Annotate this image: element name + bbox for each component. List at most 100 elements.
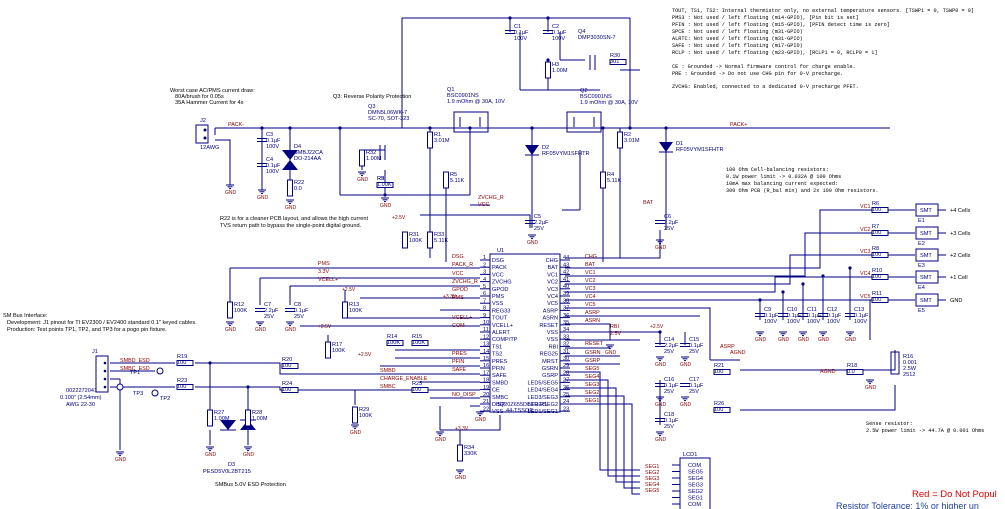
j1-awg: AWG 22-30 xyxy=(66,402,95,408)
mosfet-q2[interactable]: Q2 BSC0901NS 1.9 mOhm @ 30A, 10V xyxy=(566,88,638,133)
resistor-r2[interactable]: R23.01M xyxy=(617,131,640,149)
ground-label: GND xyxy=(225,327,237,333)
connector-j2[interactable]: J2 12AWG xyxy=(195,118,219,151)
part-voltage: 100V xyxy=(266,144,279,150)
lcd-pin-name: SEG1 xyxy=(688,496,703,502)
diode-d2[interactable]: D2 RF05VYM1SFHTR xyxy=(525,145,590,157)
part-ref: R9 xyxy=(377,176,384,182)
notes-r22: R22 is for a cleaner PCB layout, and all… xyxy=(220,216,368,229)
resistor-r1[interactable]: R13.01M xyxy=(427,131,450,149)
u1-pin-number: 16 xyxy=(483,363,489,369)
pwr-2v5: +2.5V xyxy=(318,324,332,330)
u1-pin-name: VC4 xyxy=(547,294,558,300)
ground-label: GND xyxy=(778,337,790,343)
part-value: 100 xyxy=(177,384,186,390)
mosfet-q4[interactable]: Q4 DMP3030SN-7 xyxy=(578,29,616,70)
part-value: 0.1µF xyxy=(689,383,704,389)
u1-pin-name: VSS xyxy=(492,301,503,307)
u1-pin-number: 5 xyxy=(483,284,486,290)
test-points: TP1 TP2 TP3 xyxy=(116,367,170,402)
diode-d4[interactable]: D4 SMBJ22CA DO-214AA xyxy=(282,144,323,170)
resistor-h3[interactable]: H31.00M xyxy=(545,61,568,79)
resistor-r16[interactable]: R16 0.001 2.5W 2512 xyxy=(890,351,917,378)
r16-pkg: 2512 xyxy=(903,372,915,378)
part-ref: C9 xyxy=(764,307,771,313)
q3-ref: Q3 xyxy=(368,104,375,110)
part-ref: R22 xyxy=(294,180,304,186)
diode-d1[interactable]: D1 RF05VYM1SFHTR xyxy=(659,141,724,153)
net-seg3-lcd: SEG3 xyxy=(645,476,659,482)
part-voltage: 25V xyxy=(664,389,674,395)
u1-pin-name: VSS xyxy=(547,330,558,336)
net-vc2-r: VC2 xyxy=(860,227,871,233)
r16-extra: 2.5W xyxy=(903,366,917,372)
ground-symbol: GND xyxy=(243,446,255,458)
u1-pin-number: 21 xyxy=(483,399,489,405)
resistor-r5[interactable]: R55.11K xyxy=(443,171,465,189)
connector-j1[interactable]: J1 0022272041 0.100" (2.54mm) AWG 22-30 xyxy=(60,349,109,408)
part-value: 100 xyxy=(282,387,291,393)
part-voltage: 25V xyxy=(664,349,674,355)
part-ref: R25 xyxy=(412,381,422,387)
resistor-r4[interactable]: R45.11K xyxy=(600,171,622,189)
mosfet-q1[interactable]: Q1 BSC0901NS 1.9 mOhm @ 30A, 10V xyxy=(447,87,505,133)
net-vc1: VC1 xyxy=(585,270,596,276)
net-2v5: 2.5V xyxy=(610,331,621,337)
ground-symbol: GND xyxy=(380,197,392,209)
resistor-r9[interactable]: R91.00K xyxy=(376,176,394,188)
mosfet-q3[interactable]: Q3 DMN5L06WK-7 SC-70, SOT-323 xyxy=(368,104,409,160)
